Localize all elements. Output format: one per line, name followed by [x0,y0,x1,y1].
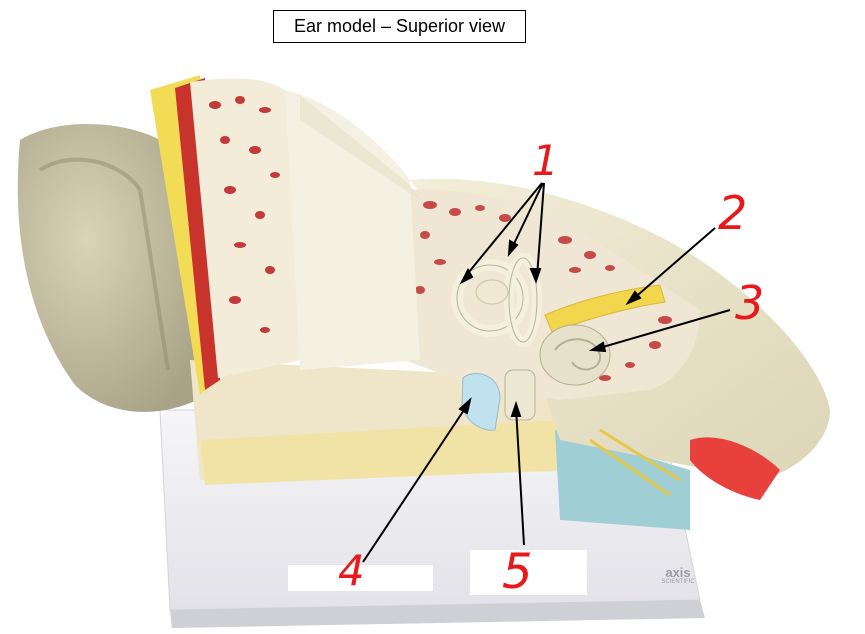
answer-box-5[interactable] [470,550,587,595]
canal-wall-section [150,75,420,395]
label-pointers [362,182,731,563]
answer-box-4[interactable] [288,565,433,591]
brand-name: axis [665,565,691,580]
label-1: 1 [532,136,559,185]
label-3: 3 [735,276,765,330]
petrous-section [400,189,700,431]
figure-title: Ear model – Superior view [273,10,526,43]
label-5: 5 [502,544,533,600]
brand-logo: axis SCIENTIFIC [648,566,708,586]
pinna [17,123,216,412]
label-2: 2 [718,186,748,240]
brand-tagline: SCIENTIFIC [661,579,695,585]
label-4: 4 [338,546,365,595]
